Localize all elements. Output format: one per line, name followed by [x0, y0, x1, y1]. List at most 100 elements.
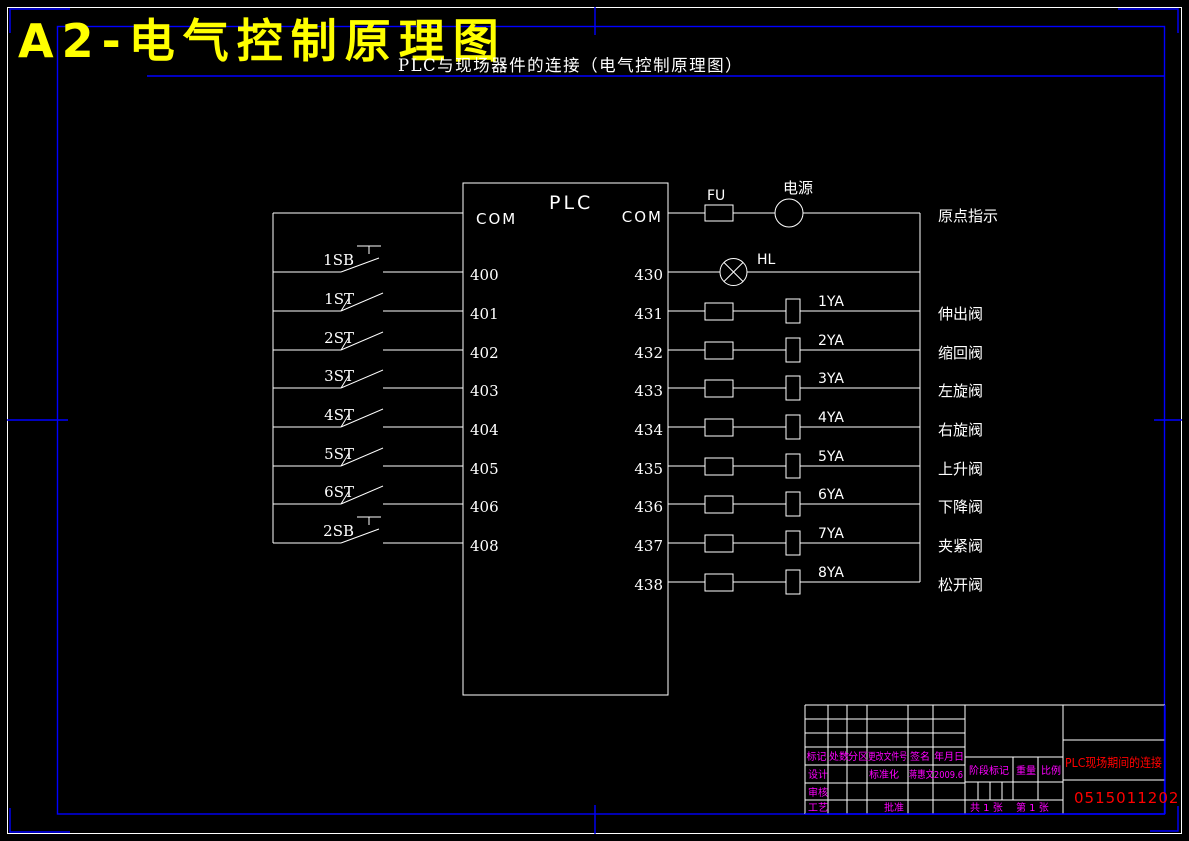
output-row-433: 433 3YA 左旋阀: [634, 371, 983, 401]
tb-project-title: PLC现场期间的连接: [1065, 755, 1162, 770]
output-row-438: 438 8YA 松开阀: [634, 565, 983, 595]
tb-header-date: 年月日: [934, 750, 964, 763]
coil-label: 3YA: [818, 371, 844, 387]
fuse-icon: [704, 204, 734, 222]
device-label: 1SB: [323, 251, 354, 269]
plc-outline: [462, 182, 669, 696]
power-source-icon: [774, 198, 804, 228]
tb-process-label: 工艺: [808, 802, 828, 814]
device-label: 2SB: [323, 522, 354, 540]
solenoid-icon: [785, 375, 801, 401]
coil-label: 2YA: [818, 333, 844, 349]
device-label: 3ST: [324, 367, 354, 385]
output-row-437: 437 7YA 夹紧阀: [634, 526, 983, 556]
tb-audit-label: 审核: [808, 786, 828, 799]
drawing-frame: [7, 7, 1182, 834]
fuse-icon: [704, 457, 734, 476]
title-block: 标记 处数 分区 更改文件号 签名 年月日 设计 标准化 蒋惠文2009.6 审…: [804, 704, 1179, 815]
terminal-label: 403: [470, 382, 499, 400]
lamp-label: HL: [757, 252, 776, 268]
switch-icon: [340, 369, 384, 389]
input-row-1sb: 1SB 400: [273, 245, 499, 284]
title-block-frame-edge: [805, 705, 1166, 815]
terminal-label: 402: [470, 344, 499, 362]
input-row-6st: 6ST 406: [273, 483, 499, 516]
coil-label: 8YA: [818, 565, 844, 581]
input-row-5st: 5ST 405: [273, 445, 499, 478]
power-row: FU 电源 原点指示: [668, 179, 998, 228]
corner-marks: [9, 8, 1179, 833]
output-row-436: 436 6YA 下降阀: [634, 487, 983, 517]
valve-label: 下降阀: [938, 498, 983, 516]
tb-scale-label: 比例: [1041, 764, 1061, 777]
tb-sheet-index: 第 1 张: [1016, 801, 1049, 814]
fuse-icon: [704, 341, 734, 360]
solenoid-icon: [785, 298, 801, 324]
terminal-label: 405: [470, 460, 499, 478]
coil-label: 7YA: [818, 526, 844, 542]
fuse-icon: [704, 495, 734, 514]
fuse-icon: [704, 573, 734, 592]
tb-stage-mark-label: 阶段标记: [969, 764, 1009, 777]
pushbutton-icon: [340, 245, 381, 273]
tb-approve-label: 批准: [884, 801, 904, 814]
terminal-label: 434: [634, 421, 663, 439]
device-label: 5ST: [324, 445, 354, 463]
terminal-label: 408: [470, 537, 499, 555]
tb-sheet-count: 共 1 张: [970, 802, 1003, 814]
output-row-432: 432 2YA 缩回阀: [634, 333, 983, 363]
terminal-label: 431: [634, 305, 663, 323]
solenoid-icon: [785, 569, 801, 595]
valve-label: 松开阀: [938, 576, 983, 594]
tb-drawing-number: 0515011202: [1074, 789, 1179, 807]
tb-signature: 蒋惠文2009.6: [909, 768, 963, 781]
tb-header-mark: 标记: [807, 751, 827, 763]
fuse-icon: [704, 534, 734, 553]
fuse-icon: [704, 418, 734, 437]
fuse-icon: [704, 379, 734, 398]
tb-design-label: 设计: [808, 768, 828, 781]
coil-label: 5YA: [818, 449, 844, 465]
plc-box: PLC COM COM: [462, 182, 669, 696]
fuse-icon: [704, 302, 734, 321]
valve-label: 上升阀: [938, 460, 983, 478]
terminal-label: 400: [470, 266, 499, 284]
terminal-label: 435: [634, 460, 663, 478]
valve-label: 右旋阀: [938, 421, 983, 439]
solenoid-icon: [785, 491, 801, 517]
coil-label: 4YA: [818, 410, 844, 426]
tb-weight-label: 重量: [1016, 764, 1036, 777]
solenoid-icon: [785, 414, 801, 440]
tb-standardization-label: 标准化: [869, 768, 899, 781]
origin-indicator-label: 原点指示: [938, 207, 998, 225]
input-row-4st: 4ST 404: [273, 406, 499, 439]
power-label: 电源: [783, 179, 813, 197]
input-row-3st: 3ST 403: [273, 367, 499, 400]
tb-header-docno: 更改文件号: [868, 750, 907, 763]
fuse-label: FU: [707, 188, 725, 204]
terminal-label: 404: [470, 421, 499, 439]
solenoid-icon: [785, 453, 801, 479]
input-row-2sb: 2SB 408: [273, 516, 499, 555]
terminal-label: 436: [634, 498, 663, 516]
diagram-title: PLC与现场器件的连接（电气控制原理图）: [398, 56, 743, 75]
pushbutton-icon: [340, 516, 381, 544]
plc-label: PLC: [549, 192, 593, 214]
device-label: 2ST: [324, 329, 354, 347]
centering-marks: [7, 7, 1182, 834]
terminal-label: 438: [634, 576, 663, 594]
switch-icon: [340, 408, 384, 428]
output-row-431: 431 1YA 伸出阀: [634, 294, 983, 324]
valve-label: 伸出阀: [938, 305, 983, 323]
solenoid-icon: [785, 530, 801, 556]
coil-label: 1YA: [818, 294, 844, 310]
output-row-434: 434 4YA 右旋阀: [634, 410, 983, 440]
com-right-label: COM: [622, 208, 663, 226]
lamp-row: HL 430: [634, 252, 920, 286]
output-row-435: 435 5YA 上升阀: [634, 449, 983, 479]
solenoid-icon: [785, 337, 801, 363]
terminal-label: 433: [634, 382, 663, 400]
device-label: 4ST: [324, 406, 354, 424]
